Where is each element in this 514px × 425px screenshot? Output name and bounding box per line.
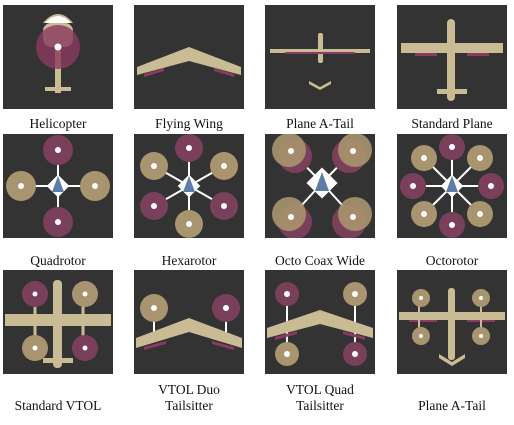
frame-label-plane-a-tail: Plane A-Tail xyxy=(286,116,354,131)
hexarotor-icon xyxy=(140,134,238,238)
octo-coax-wide-icon xyxy=(272,134,372,238)
frame-label-vtol-quad-tailsitter: VTOL Quad Tailsitter xyxy=(286,382,354,413)
quadrotor-icon xyxy=(6,135,110,237)
frame-tile-plane-a-tail[interactable] xyxy=(265,5,375,109)
vtol-duo-tailsitter-icon xyxy=(136,294,242,350)
frame-tile-vtol-quad-tailsitter[interactable] xyxy=(265,270,375,374)
frame-tile-helicopter[interactable] xyxy=(3,5,113,109)
frame-label-hexarotor: Hexarotor xyxy=(161,253,217,268)
standard-plane-icon xyxy=(401,19,503,101)
frame-tile-octorotor[interactable] xyxy=(397,134,507,238)
frame-tile-standard-plane[interactable] xyxy=(397,5,507,109)
frame-tile-flying-wing[interactable] xyxy=(134,5,244,109)
plane-a-tail-vtol-icon xyxy=(399,288,505,366)
frame-label-octorotor: Octorotor xyxy=(425,253,479,268)
frame-tile-plane-a-tail-vtol[interactable] xyxy=(397,270,507,374)
frame-label-plane-a-tail-vtol: Plane A-Tail xyxy=(418,398,486,413)
vtol-quad-tailsitter-icon xyxy=(267,282,373,366)
frame-label-quadrotor: Quadrotor xyxy=(30,253,86,268)
frame-label-flying-wing: Flying Wing xyxy=(155,116,223,131)
frame-tile-quadrotor[interactable] xyxy=(3,134,113,238)
frame-label-standard-vtol: Standard VTOL xyxy=(14,398,102,413)
octorotor-icon xyxy=(400,134,504,238)
frame-tile-vtol-duo-tailsitter[interactable] xyxy=(134,270,244,374)
frame-label-helicopter: Helicopter xyxy=(29,116,87,131)
frame-label-vtol-duo-tailsitter: VTOL Duo Tailsitter xyxy=(158,382,220,413)
frame-label-standard-plane: Standard Plane xyxy=(411,116,493,131)
helicopter-icon xyxy=(36,14,80,93)
frame-tile-hexarotor[interactable] xyxy=(134,134,244,238)
flying-wing-icon xyxy=(137,47,241,77)
frame-tile-standard-vtol[interactable] xyxy=(3,270,113,374)
frame-label-octo-coax-wide: Octo Coax Wide xyxy=(275,253,365,268)
plane-a-tail-icon xyxy=(270,33,370,90)
standard-vtol-icon xyxy=(5,280,111,368)
frame-tile-octo-coax-wide[interactable] xyxy=(265,134,375,238)
